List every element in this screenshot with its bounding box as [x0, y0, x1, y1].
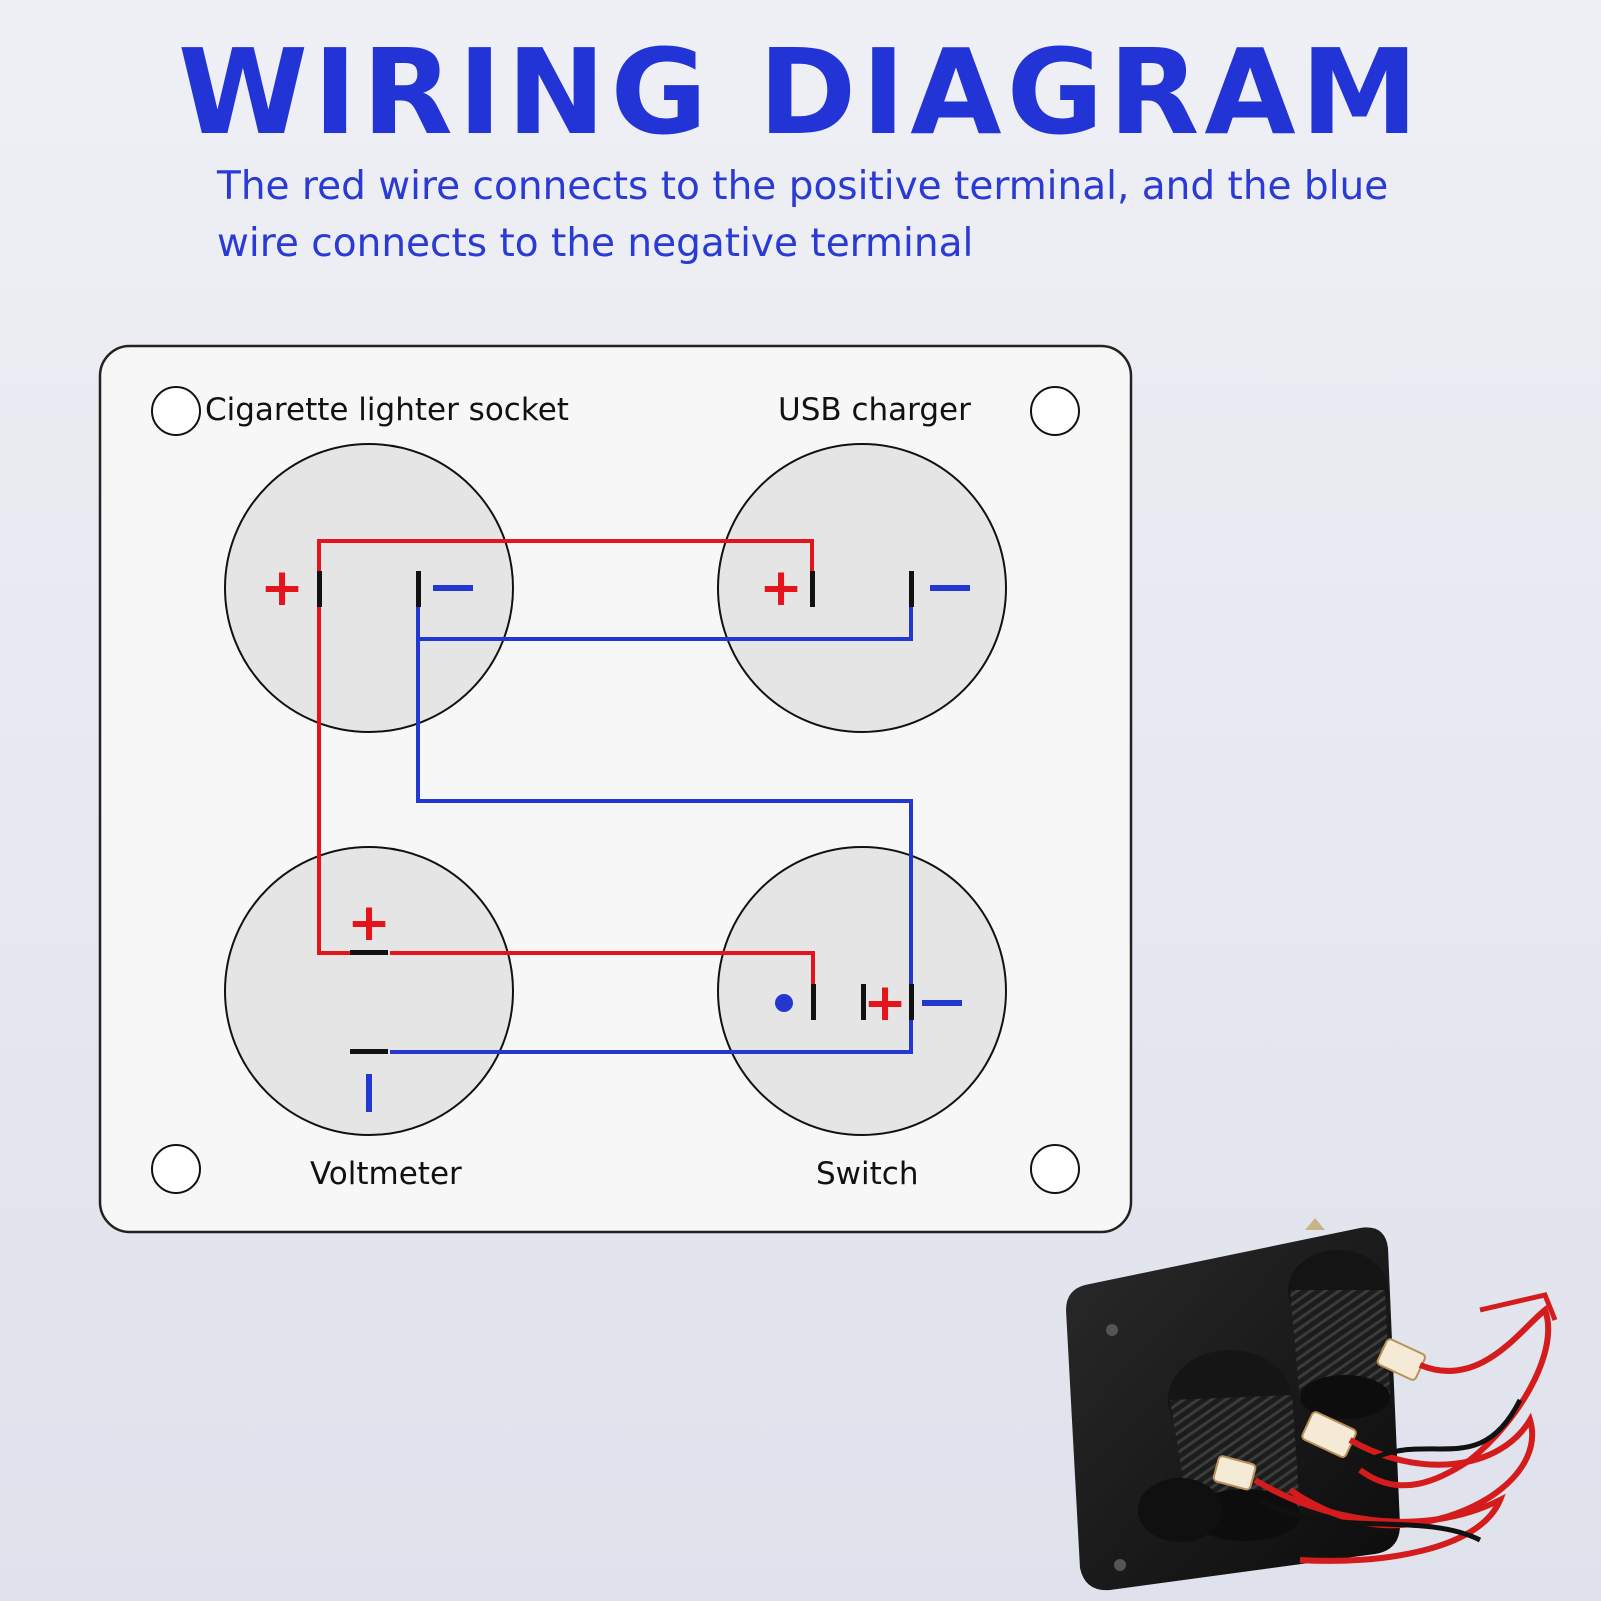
minus-symbol [922, 1000, 962, 1006]
indicator-dot [775, 994, 793, 1012]
switch-panel-photo [1066, 1218, 1558, 1591]
terminal-output [811, 984, 816, 1020]
label-voltmeter: Voltmeter [310, 1156, 462, 1192]
usb-charger-socket [717, 443, 1007, 733]
positive-wire [390, 951, 815, 985]
label-cigarette-lighter: Cigarette lighter socket [205, 392, 569, 428]
page-subtitle: The red wire connects to the positive te… [217, 164, 1389, 266]
minus-symbol [366, 1074, 372, 1112]
mounting-hole [1030, 386, 1080, 436]
panel-plate [98, 344, 1133, 1234]
page-title: WIRING DIAGRAM [177, 23, 1424, 161]
plus-symbol: + [347, 893, 391, 953]
terminal-positive [861, 984, 866, 1020]
terminal-negative [416, 571, 421, 607]
terminal-positive [350, 950, 388, 955]
mounting-hole [151, 1144, 201, 1194]
negative-wire [416, 606, 913, 641]
terminal-positive [317, 571, 322, 607]
terminal-positive [810, 571, 815, 607]
label-switch: Switch [816, 1156, 919, 1192]
terminal-negative [909, 571, 914, 607]
plus-symbol: + [759, 558, 803, 618]
voltmeter-socket [224, 846, 514, 1136]
minus-symbol [930, 585, 970, 591]
mounting-hole [1030, 1144, 1080, 1194]
positive-wire [317, 606, 350, 955]
label-usb-charger: USB charger [778, 392, 971, 428]
cigarette-lighter-socket [224, 443, 514, 733]
terminal-negative [909, 984, 914, 1020]
mounting-hole [151, 386, 201, 436]
negative-wire [390, 639, 913, 1054]
minus-symbol [433, 585, 473, 591]
plus-symbol: + [260, 558, 304, 618]
plus-symbol: + [863, 973, 907, 1033]
terminal-negative [350, 1049, 388, 1054]
